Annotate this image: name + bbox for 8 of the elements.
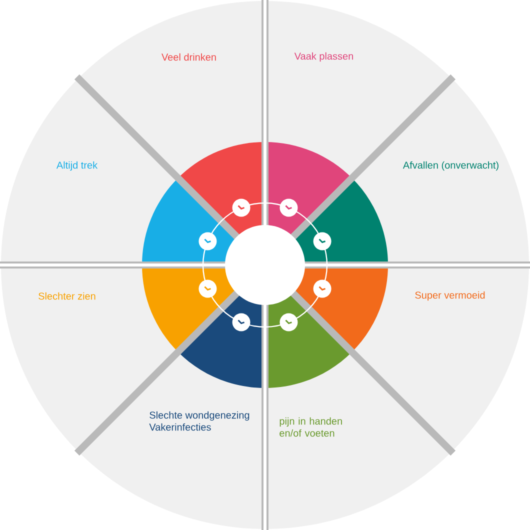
segment-label: Afvallen (onverwacht)	[402, 161, 498, 171]
segment-label: Veel drinken	[162, 53, 216, 61]
segment-label: Altijd trek	[56, 161, 98, 171]
segment-label: Slechte wondgenezing Vakerinfecties	[149, 411, 250, 431]
segment-label: pijn in handen en/of voeten	[280, 417, 342, 437]
segment-label: Vaak plassen	[294, 52, 353, 62]
segment-label: Slechter zien	[38, 292, 96, 300]
segment-label: Super vermoeid	[415, 291, 485, 301]
